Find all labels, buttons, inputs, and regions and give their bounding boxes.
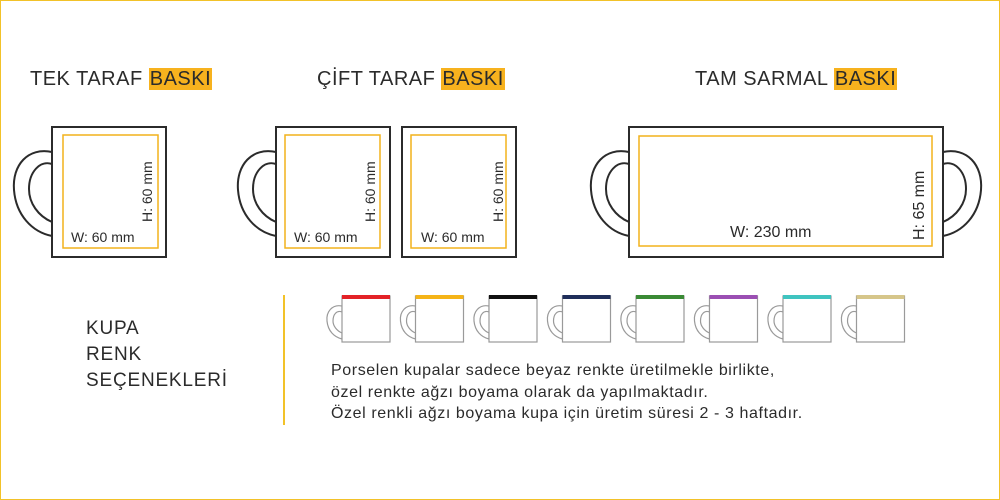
- double-right-mug-body: [401, 126, 517, 258]
- title-double-side: ÇİFT TARAF BASKI: [317, 68, 505, 91]
- rim-mug-handle: [840, 305, 858, 340]
- color-note: Porselen kupalar sadece beyaz renkte üre…: [331, 360, 803, 425]
- rim-band-black: [489, 295, 537, 299]
- double-side-mug-left: W: 60 mm H: 60 mm: [236, 126, 391, 258]
- rim-band-navy: [562, 295, 611, 299]
- double-left-mug-body: [275, 126, 391, 258]
- double-left-height-label: H: 60 mm: [362, 161, 378, 222]
- double-left-mug-handle: [236, 150, 277, 238]
- rim-mug-handle: [620, 305, 637, 340]
- color-note-line-2: özel renkte ağzı boyama olarak da yapılm…: [331, 383, 709, 401]
- rim-band-green: [636, 295, 684, 299]
- rim-color-mug-green: [620, 295, 685, 343]
- double-left-width-label: W: 60 mm: [294, 229, 358, 245]
- rim-mug-handle: [399, 305, 417, 340]
- title-double-highlight: BASKI: [441, 68, 505, 90]
- rim-mug-body: [561, 295, 612, 343]
- wrap-height-label: H: 65 mm: [911, 171, 928, 240]
- rim-band-beige: [856, 295, 905, 299]
- double-left-print-area: [284, 134, 381, 249]
- rim-color-mug-purple: [693, 295, 759, 343]
- rim-band-yellow: [415, 295, 464, 299]
- single-mug-handle: [12, 150, 53, 238]
- title-full-wrap: TAM SARMAL BASKI: [695, 68, 898, 91]
- rim-color-mug-red: [326, 295, 391, 343]
- double-side-mug-right: W: 60 mm H: 60 mm: [401, 126, 517, 258]
- single-width-label: W: 60 mm: [71, 229, 135, 245]
- double-right-print-area: [410, 134, 507, 249]
- rim-mug-body: [341, 295, 391, 343]
- title-single-highlight: BASKI: [148, 68, 213, 90]
- color-note-line-1: Porselen kupalar sadece beyaz renkte üre…: [331, 362, 775, 379]
- rim-mug-handle: [546, 305, 564, 340]
- wrap-width-label: W: 230 mm: [730, 224, 812, 241]
- rim-mug-handle: [693, 305, 711, 340]
- wrap-mug-right-handle: [942, 150, 983, 238]
- wrap-mug-body: [628, 126, 944, 258]
- single-side-mug: W: 60 mm H: 60 mm: [12, 126, 167, 258]
- rim-color-mug-yellow: [399, 295, 465, 343]
- rim-band-purple: [709, 295, 758, 299]
- title-wrap-highlight: BASKI: [833, 68, 898, 90]
- color-label-line-3: SEÇENEKLERİ: [86, 370, 228, 391]
- rim-mug-body: [782, 295, 832, 343]
- color-label-line-1: KUPA: [86, 318, 140, 339]
- rim-mug-body: [635, 295, 685, 343]
- rim-mug-handle: [767, 305, 784, 340]
- rim-band-turquoise: [783, 295, 831, 299]
- rim-band-red: [342, 295, 390, 299]
- color-label-line-2: RENK: [86, 344, 142, 365]
- title-single-side: TEK TARAF BASKI: [30, 68, 213, 91]
- color-note-line-3: Özel renkli ağzı boyama kupa için üretim…: [331, 405, 803, 422]
- wrap-mug-left-handle: [589, 150, 630, 238]
- color-options-label: KUPA RENK SEÇENEKLERİ: [86, 316, 228, 394]
- rim-color-mug-black: [473, 295, 538, 343]
- title-single-text: TEK TARAF: [30, 68, 149, 90]
- rim-color-mug-navy: [546, 295, 612, 343]
- vertical-divider: [283, 295, 285, 425]
- wrap-print-area: [638, 135, 933, 247]
- rim-mug-body: [488, 295, 538, 343]
- double-right-height-label: H: 60 mm: [490, 161, 506, 222]
- full-wrap-mug: W: 230 mm H: 65 mm: [589, 126, 983, 258]
- title-wrap-text: TAM SARMAL: [695, 68, 834, 90]
- rim-color-mug-beige: [840, 295, 906, 343]
- rim-mug-handle: [473, 305, 490, 340]
- rim-mug-body: [414, 295, 465, 343]
- rim-mug-body: [855, 295, 906, 343]
- title-double-text: ÇİFT TARAF: [317, 68, 442, 90]
- rim-mug-body: [708, 295, 759, 343]
- double-right-width-label: W: 60 mm: [421, 229, 485, 245]
- rim-color-mug-turquoise: [767, 295, 832, 343]
- rim-mug-handle: [326, 305, 343, 340]
- rim-color-options: [326, 295, 906, 343]
- single-mug-body: [51, 126, 167, 258]
- single-print-area: [62, 134, 159, 249]
- single-height-label: H: 60 mm: [139, 161, 155, 222]
